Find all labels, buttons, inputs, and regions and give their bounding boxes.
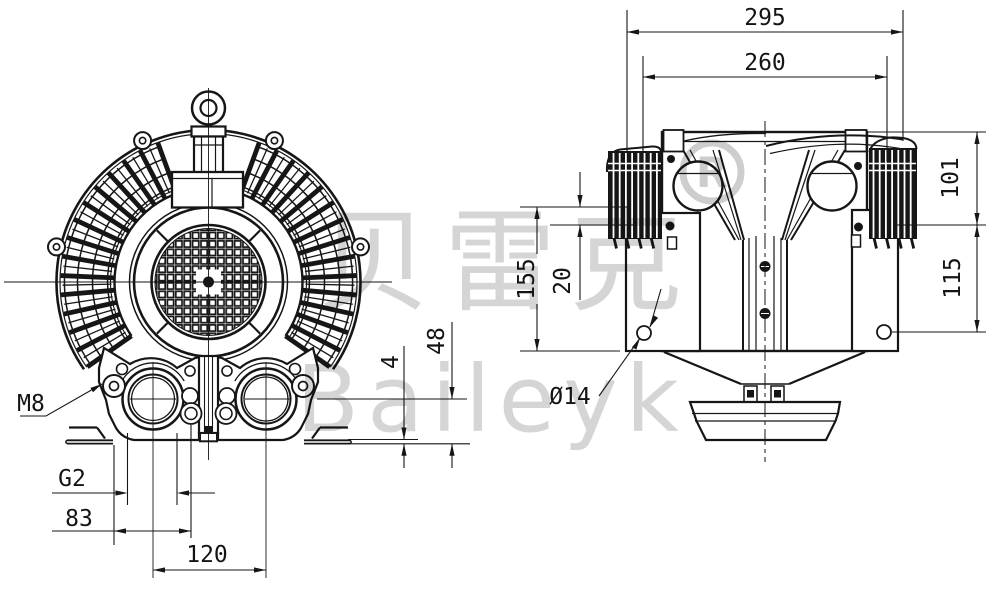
dim-label-295: 295 [744, 5, 786, 31]
mounting-feet [65, 426, 352, 445]
dim-label-155: 155 [514, 258, 540, 300]
m8-leader [20, 383, 103, 417]
front-view [4, 88, 392, 578]
centerlines-front [4, 88, 392, 578]
m8-boss-left [102, 374, 126, 398]
dim-label-4: 4 [378, 355, 404, 369]
watermark: 贝雷克 Baileyk R [296, 139, 745, 453]
m8-boss-right [291, 374, 315, 398]
dim-label-115: 115 [940, 257, 966, 299]
mounting-ears [46, 131, 371, 257]
fin-stack-right [868, 136, 918, 249]
flange-hole-left [636, 325, 652, 341]
dim-label-260: 260 [744, 50, 786, 76]
dim-label-48: 48 [424, 327, 450, 355]
watermark-cjk: 贝雷克 [318, 198, 696, 328]
dim-label-83: 83 [65, 506, 93, 532]
dim-label-g2: G2 [58, 466, 86, 492]
dim-label-dia14: Ø14 [549, 384, 591, 410]
dim-label-101: 101 [938, 157, 964, 199]
fin-stack-left [605, 145, 663, 249]
flange-hole-right [876, 324, 892, 340]
center-band [742, 236, 788, 351]
dim-label-m8: M8 [17, 391, 45, 417]
terminal-box [170, 170, 245, 209]
side-view [605, 121, 918, 462]
registered-mark-icon [679, 139, 745, 205]
dim-label-120: 120 [186, 542, 228, 568]
dim-label-20: 20 [550, 267, 576, 295]
fin-ring [46, 128, 371, 370]
watermark-latin: Baileyk [296, 346, 687, 453]
dimensions: 295 260 101 115 155 20 48 4 Ø14 M8 G2 83… [17, 5, 986, 573]
center-pedestal [197, 354, 220, 443]
arrowheads [90, 29, 980, 573]
watermark-registered: R [696, 148, 728, 197]
side-port-right [806, 160, 858, 212]
